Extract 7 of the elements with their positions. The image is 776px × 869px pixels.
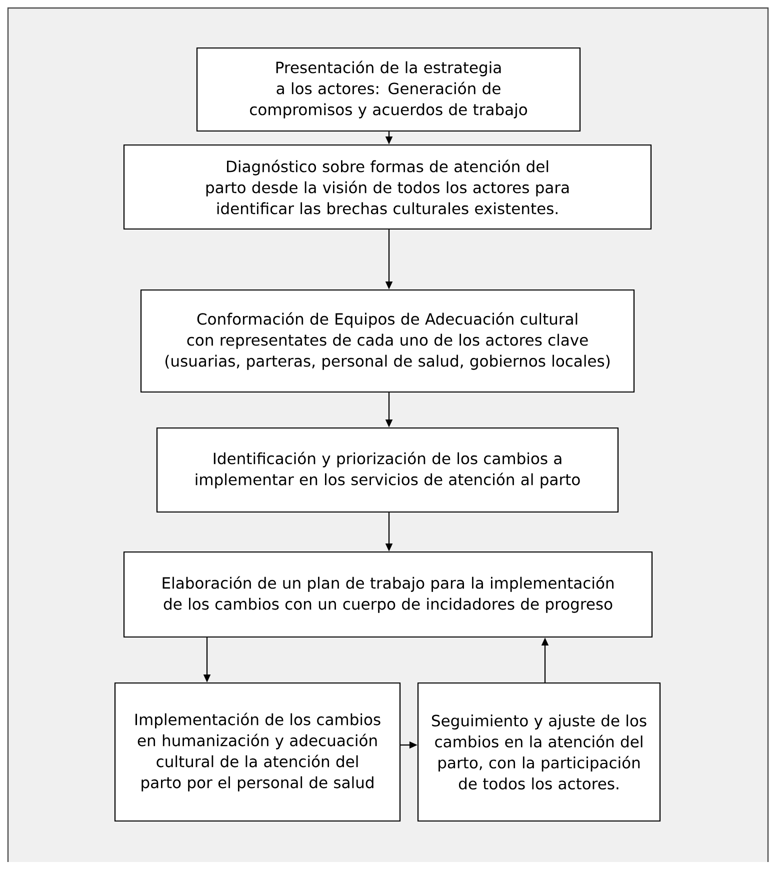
process-box: Implementación de los cambios en humanización y adecuación cultural de la atención del parto por el personal de salud <box>114 682 401 822</box>
process-box: Diagnóstico sobre formas de atención del parto desde la visión de todos los actores para identificar las brechas culturales existentes. <box>123 144 652 230</box>
process-box: Identificación y priorización de los cambios a implementar en los servicios de atención al parto <box>156 427 619 513</box>
process-box: Seguimiento y ajuste de los cambios en la atención del parto, con la participación de todos los actores. <box>417 682 661 822</box>
process-box: Elaboración de un plan de trabajo para la implementación de los cambios con un cuerpo de incidadores de progreso <box>123 551 653 638</box>
process-box: Conformación de Equipos de Adecuación cultural con representates de cada uno de los actores clave (usuarias, parteras, personal de salud, gobiernos locales) <box>140 289 635 393</box>
process-box: Presentación de la estrategia a los actores: Generación de compromisos y acuerdos de trabajo <box>196 47 581 132</box>
